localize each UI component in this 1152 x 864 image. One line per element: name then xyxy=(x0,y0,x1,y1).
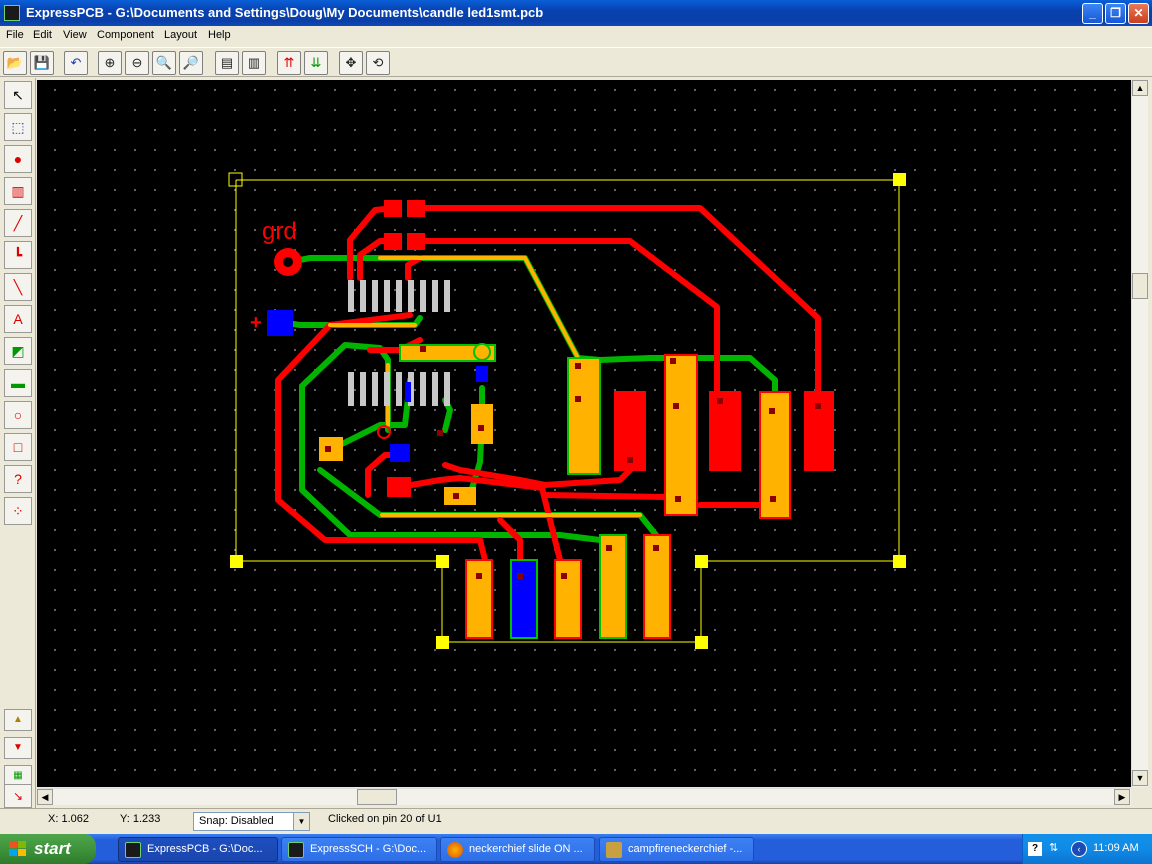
zoom-out-icon[interactable]: ⊖ xyxy=(125,51,149,75)
vertical-scrollbar[interactable]: ▲ ▼ xyxy=(1131,80,1148,787)
text-icon[interactable]: A xyxy=(4,305,32,333)
menu-bar: File Edit View Component Layout Help xyxy=(0,26,1152,46)
minimize-button[interactable]: _ xyxy=(1082,3,1103,24)
drc-icon[interactable]: ↘ xyxy=(4,784,32,808)
help-icon[interactable]: ? xyxy=(1028,842,1042,856)
zoom-fit-icon[interactable]: 🔍 xyxy=(152,51,176,75)
ground-pad[interactable] xyxy=(274,248,302,276)
ic-u2-footprint[interactable] xyxy=(348,372,450,406)
menu-component[interactable]: Component xyxy=(97,29,154,41)
ic-u1-footprint[interactable] xyxy=(348,280,450,312)
title-bar[interactable]: ExpressPCB - G:\Documents and Settings\D… xyxy=(0,0,1152,26)
circle-icon[interactable]: ○ xyxy=(4,401,32,429)
taskbar: start ExpressPCB - G:\Doc... ExpressSCH … xyxy=(0,834,1152,864)
top-layer-icon[interactable]: ▲ xyxy=(4,709,32,731)
maximize-button[interactable]: ❐ xyxy=(1105,3,1126,24)
horizontal-scroll-thumb[interactable] xyxy=(357,789,397,805)
scroll-right-icon[interactable]: ▶ xyxy=(1114,789,1130,805)
pad-icon[interactable]: ● xyxy=(4,145,32,173)
zoom-select-icon[interactable]: ⬚ xyxy=(4,113,32,141)
open-folder-icon[interactable]: 📂 xyxy=(3,51,27,75)
component-pads[interactable] xyxy=(319,200,834,519)
toolbar: 📂 💾 ↶ ⊕ ⊖ 🔍 🔎 ▤ ▥ ⇈ ⇊ ✥ ⟲ xyxy=(0,47,1152,77)
sch-app-icon xyxy=(288,842,304,858)
pcb-app-icon xyxy=(4,5,20,21)
layer-swap-icon[interactable]: ◩ xyxy=(4,337,32,365)
taskbar-item-label: neckerchief slide ON ... xyxy=(469,843,583,855)
menu-edit[interactable]: Edit xyxy=(33,29,52,41)
bottom-layer-traces xyxy=(277,255,778,543)
clock[interactable]: 11:09 AM xyxy=(1093,842,1139,854)
component-properties-icon[interactable]: ▤ xyxy=(215,51,239,75)
component-icon[interactable]: ▥ xyxy=(4,177,32,205)
component-library-icon[interactable]: ▬ xyxy=(4,369,32,397)
chevron-down-icon[interactable]: ▼ xyxy=(293,813,309,830)
ratsnest-icon[interactable]: ⁘ xyxy=(4,497,32,525)
vias xyxy=(267,310,491,462)
status-message: Clicked on pin 20 of U1 xyxy=(328,813,442,825)
move-up-layer-icon[interactable]: ⇈ xyxy=(277,51,301,75)
rectangle-icon[interactable]: □ xyxy=(4,433,32,461)
taskbar-item-expresssch[interactable]: ExpressSCH - G:\Doc... xyxy=(281,837,437,862)
select-pointer-icon[interactable]: ↖ xyxy=(4,81,32,109)
bottom-layer-icon[interactable]: ▼ xyxy=(4,737,32,759)
board-properties-icon[interactable]: ▥ xyxy=(242,51,266,75)
zoom-previous-icon[interactable]: 🔎 xyxy=(179,51,203,75)
pad-info-icon[interactable]: ? xyxy=(4,465,32,493)
corner-trace-icon[interactable]: ┗ xyxy=(4,241,32,269)
horizontal-scrollbar[interactable]: ◀ ▶ xyxy=(37,788,1131,805)
chevron-left-icon[interactable]: ‹ xyxy=(1071,841,1087,857)
pcb-layout[interactable]: grd + xyxy=(37,80,1131,787)
image-viewer-icon xyxy=(606,842,622,858)
y-coordinate: Y: 1.233 xyxy=(120,813,161,825)
menu-layout[interactable]: Layout xyxy=(164,29,198,41)
windows-logo-icon xyxy=(9,841,26,856)
drill-holes xyxy=(325,346,821,579)
status-bar: X: 1.062 Y: 1.233 Snap: Disabled ▼ Click… xyxy=(0,808,1152,832)
x-coordinate: X: 1.062 xyxy=(48,813,89,825)
zoom-in-icon[interactable]: ⊕ xyxy=(98,51,122,75)
edge-connector[interactable] xyxy=(465,534,671,639)
network-icon[interactable]: ⇅ xyxy=(1049,842,1059,854)
scroll-left-icon[interactable]: ◀ xyxy=(37,789,53,805)
scroll-down-icon[interactable]: ▼ xyxy=(1132,770,1148,786)
window-title: ExpressPCB - G:\Documents and Settings\D… xyxy=(26,5,544,20)
taskbar-item-label: campfireneckerchief -... xyxy=(628,843,743,855)
vertical-scroll-thumb[interactable] xyxy=(1132,273,1148,299)
menu-view[interactable]: View xyxy=(63,29,87,41)
save-icon[interactable]: 💾 xyxy=(30,51,54,75)
rotate-component-icon[interactable]: ⟲ xyxy=(366,51,390,75)
tool-palette: ↖ ⬚ ● ▥ ╱ ┗ ╲ A ◩ ▬ ○ □ ? ⁘ ▲ ▼ ▦ ↘ xyxy=(0,78,36,810)
pcb-app-icon xyxy=(125,842,141,858)
start-button[interactable]: start xyxy=(0,834,96,864)
menu-file[interactable]: File xyxy=(6,29,24,41)
plus-label: + xyxy=(250,312,262,334)
selection-handles[interactable] xyxy=(228,172,906,649)
snap-value: Snap: Disabled xyxy=(199,815,274,827)
trace-icon[interactable]: ╱ xyxy=(4,209,32,237)
menu-help[interactable]: Help xyxy=(208,29,231,41)
close-button[interactable]: ✕ xyxy=(1128,3,1149,24)
taskbar-item-campfire[interactable]: campfireneckerchief -... xyxy=(599,837,754,862)
undo-icon[interactable]: ↶ xyxy=(64,51,88,75)
move-component-icon[interactable]: ✥ xyxy=(339,51,363,75)
grd-label: grd xyxy=(262,218,297,245)
system-tray: ? ⇅ ‹ 11:09 AM xyxy=(1022,834,1152,864)
taskbar-item-expresspcb[interactable]: ExpressPCB - G:\Doc... xyxy=(118,837,278,862)
taskbar-item-label: ExpressSCH - G:\Doc... xyxy=(310,843,427,855)
move-down-layer-icon[interactable]: ⇊ xyxy=(304,51,328,75)
pcb-canvas[interactable]: grd + xyxy=(37,80,1131,787)
snap-dropdown[interactable]: Snap: Disabled ▼ xyxy=(193,812,310,831)
taskbar-item-label: ExpressPCB - G:\Doc... xyxy=(147,843,263,855)
firefox-icon xyxy=(447,842,463,858)
diagonal-trace-icon[interactable]: ╲ xyxy=(4,273,32,301)
scroll-up-icon[interactable]: ▲ xyxy=(1132,80,1148,96)
start-label: start xyxy=(34,839,71,858)
taskbar-item-firefox[interactable]: neckerchief slide ON ... xyxy=(440,837,595,862)
